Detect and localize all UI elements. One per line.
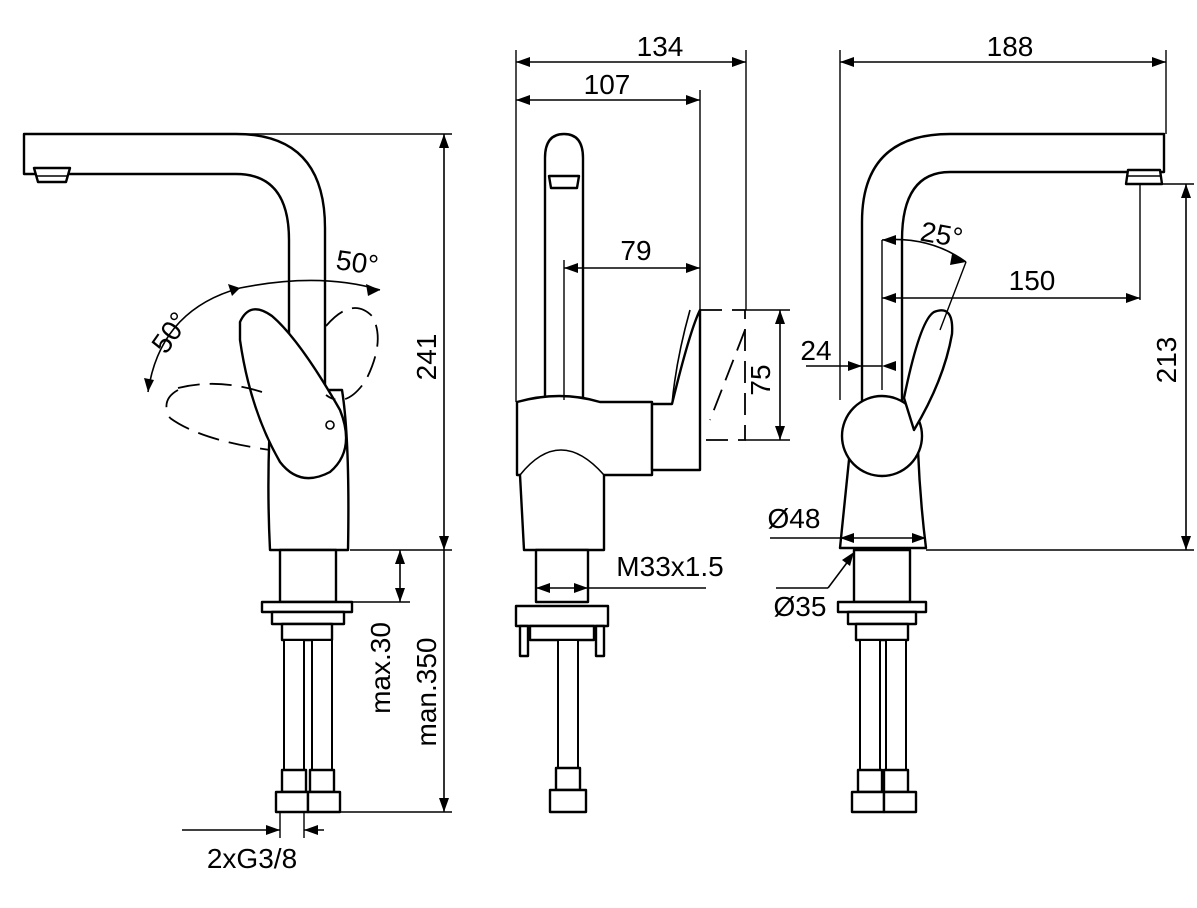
side-width-overall-label: 134 [637,31,684,62]
side-view: 134 107 79 75 M33x1.5 [514,31,790,814]
side-handle-height-label: 75 [745,364,776,395]
front-max-deck-label: max.30 [365,622,396,714]
rear-lever [902,309,954,432]
rear-spout-height-label: 213 [1151,337,1182,384]
side-lever [650,308,702,472]
front-angle-right-label: 50° [334,244,380,281]
front-height-label: 241 [411,334,442,381]
rear-width-overall-label: 188 [987,31,1034,62]
side-thread-label: M33x1.5 [616,551,723,582]
front-connection-label: 2xG3/8 [207,843,297,874]
front-view: 50° 50° 241 max.30 man.350 2xG3/8 [22,132,452,874]
front-lever-ghost-left [165,382,271,451]
front-aerator [32,166,72,184]
rear-body-offset-label: 24 [800,335,831,366]
side-width-body-label: 107 [584,69,631,100]
rear-cartridge [840,394,924,478]
rear-base-diameter-label: Ø48 [768,503,821,534]
front-hose-length-label: man.350 [411,638,442,747]
side-spout-offset-label: 79 [620,235,651,266]
rear-view: 188 25° 150 24 213 Ø48 Ø35 [768,31,1194,814]
rear-reach-label: 150 [1009,265,1056,296]
front-lever-ghost-right [325,307,379,401]
side-body [515,394,654,552]
rear-shank-diameter-label: Ø35 [774,591,827,622]
rear-body [838,448,928,550]
front-lever [238,308,348,480]
rear-angle-label: 25° [918,216,965,254]
